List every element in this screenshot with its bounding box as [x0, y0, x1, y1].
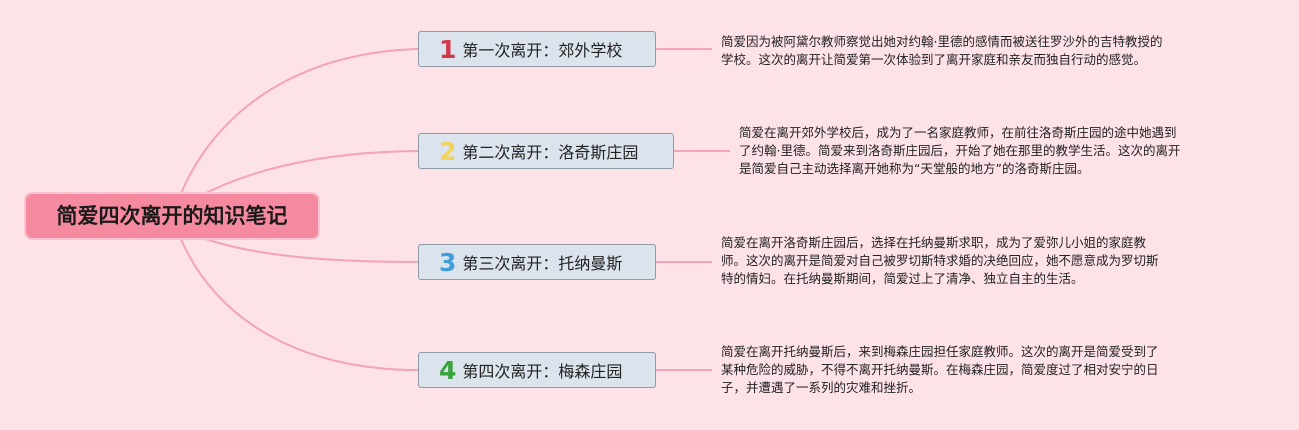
branch-topic-3[interactable]: 3 第三次离开：托纳曼斯: [418, 244, 656, 280]
branch-label: 第一次离开：郊外学校: [462, 41, 623, 60]
connector-root-branch-2: [199, 150, 419, 197]
connector-root-branch-3: [199, 236, 419, 263]
note-line: 了约翰·里德。简爱来到洛奇斯庄园后，开始了她在那里的教学生活。这次的离开: [739, 143, 1181, 158]
number-one-icon: 1: [439, 34, 457, 64]
note-line: 子，并遭遇了一系列的灾难和挫折。: [721, 380, 922, 395]
branch-topic-2[interactable]: 2 第二次离开：洛奇斯庄园: [418, 133, 674, 169]
note-branch-1[interactable]: 简爱因为被阿黛尔教师察觉出她对约翰·里德的感情而被送往罗沙外的吉特教授的 学校。…: [721, 33, 1162, 69]
note-line: 简爱在离开托纳曼斯后，来到梅森庄园担任家庭教师。这次的离开是简爱受到了: [721, 344, 1159, 359]
note-line: 是简爱自己主动选择离开她称为“天堂般的地方”的洛奇斯庄园。: [739, 161, 1090, 176]
number-three-icon: 3: [439, 247, 457, 277]
note-line: 某种危险的威胁，不得不离开托纳曼斯。在梅森庄园，简爱度过了相对安宁的日: [721, 362, 1159, 377]
note-branch-2[interactable]: 简爱在离开郊外学校后，成为了一名家庭教师，在前往洛奇斯庄园的途中她遇到 了约翰·…: [739, 124, 1180, 178]
note-line: 简爱因为被阿黛尔教师察觉出她对约翰·里德的感情而被送往罗沙外的吉特教授的: [721, 34, 1163, 49]
number-two-icon: 2: [439, 136, 457, 166]
branch-topic-1[interactable]: 1 第一次离开：郊外学校: [418, 31, 656, 67]
number-four-icon: 4: [439, 355, 457, 385]
root-topic[interactable]: 简爱四次离开的知识笔记: [26, 194, 318, 238]
note-line: 师。这次的离开是简爱对自己被罗切斯特求婚的决绝回应，她不愿意成为罗切斯: [721, 253, 1159, 268]
branch-label: 第二次离开：洛奇斯庄园: [462, 143, 639, 162]
note-line: 学校。这次的离开让简爱第一次体验到了离开家庭和亲友而独自行动的感觉。: [721, 52, 1147, 67]
note-line: 简爱在离开洛奇斯庄园后，选择在托纳曼斯求职，成为了爱弥儿小姐的家庭教: [721, 235, 1147, 250]
note-branch-4[interactable]: 简爱在离开托纳曼斯后，来到梅森庄园担任家庭教师。这次的离开是简爱受到了 某种危险…: [721, 343, 1159, 397]
branch-topic-4[interactable]: 4 第四次离开：梅森庄园: [418, 352, 656, 388]
branch-label: 第三次离开：托纳曼斯: [462, 254, 623, 273]
connector-root-branch-1: [179, 48, 419, 197]
note-branch-3[interactable]: 简爱在离开洛奇斯庄园后，选择在托纳曼斯求职，成为了爱弥儿小姐的家庭教 师。这次的…: [721, 234, 1159, 288]
branch-label: 第四次离开：梅森庄园: [462, 362, 623, 381]
connector-root-branch-4: [179, 236, 419, 371]
note-line: 特的情妇。在托纳曼斯期间，简爱过上了清净、独立自主的生活。: [721, 271, 1084, 286]
note-line: 简爱在离开郊外学校后，成为了一名家庭教师，在前往洛奇斯庄园的途中她遇到: [739, 125, 1177, 140]
